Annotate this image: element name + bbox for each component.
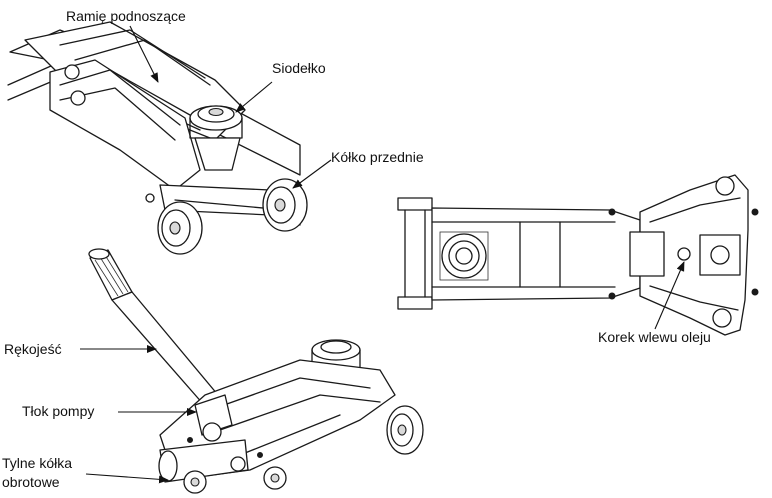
jack-plan-view [397,174,759,336]
rear-wheels-label-line2: obrotowe [2,474,60,490]
jack-isometric-top-view [7,21,308,255]
handle-part [88,248,219,406]
front-wheel-left [157,201,203,255]
oil-plug-arrow [654,261,685,330]
lift-arm-label: Ramię podnoszące [66,8,186,24]
rear-swivel-wheels [183,456,287,494]
oil-plug-label: Korek wlewu oleju [598,329,711,345]
front-wheel-arrow [292,159,332,189]
handle-label: Rękojeść [4,341,62,357]
front-wheel-right [262,178,308,232]
rear-wheels-arrow [85,473,169,484]
saddle-arrow [235,81,273,113]
jack-isometric-bottom-view [88,248,424,494]
pump-piston-label: Tłok pompy [22,403,94,419]
front-wheel-bottom-view [386,405,424,455]
lift-arm-arrow [129,25,159,83]
front-wheel-label: Kółko przednie [331,149,424,165]
saddle-label: Siodełko [272,60,326,76]
rear-wheels-label-line1: Tylne kółka [2,455,72,471]
